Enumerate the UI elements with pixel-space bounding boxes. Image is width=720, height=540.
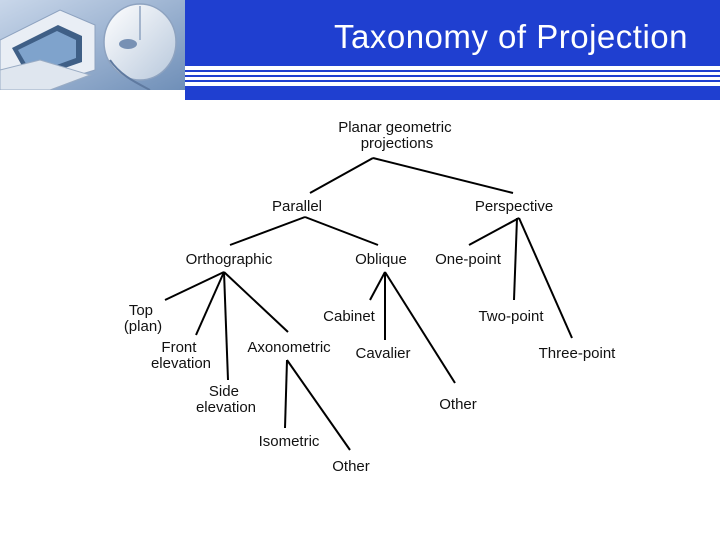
node-top-plan: Top (plan) [124,302,162,335]
node-oblique: Oblique [355,251,407,268]
node-planar-geometric-projections: Planar geometric projections [338,119,456,152]
node-side-elevation: Side elevation [196,383,256,416]
edge-axono-isometric [285,360,287,428]
node-cabinet: Cabinet [323,308,376,325]
edge-ortho-top [165,272,224,300]
node-isometric: Isometric [259,433,320,450]
edge-planar-parallel [310,158,373,193]
node-other-oblique: Other [439,396,477,413]
edge-ortho-front [196,272,224,335]
edge-parallel-orthographic [230,217,305,245]
edge-ortho-side [224,272,228,380]
edge-parallel-oblique [305,217,378,245]
node-one-point: One-point [435,251,502,268]
edge-perspective-onepoint [469,218,519,245]
edge-planar-perspective [373,158,513,193]
node-cavalier: Cavalier [355,345,410,362]
node-perspective: Perspective [475,198,553,215]
edge-perspective-twopoint [514,218,517,300]
node-orthographic: Orthographic [186,251,273,268]
node-three-point: Three-point [539,345,617,362]
node-axonometric: Axonometric [247,339,331,356]
node-front-elevation: Front elevation [151,339,211,372]
edge-oblique-cabinet [370,272,385,300]
node-other-axonometric: Other [332,458,370,475]
edge-oblique-other [385,272,455,383]
node-parallel: Parallel [272,198,322,215]
node-two-point: Two-point [478,308,544,325]
edge-ortho-axonometric [224,272,288,332]
